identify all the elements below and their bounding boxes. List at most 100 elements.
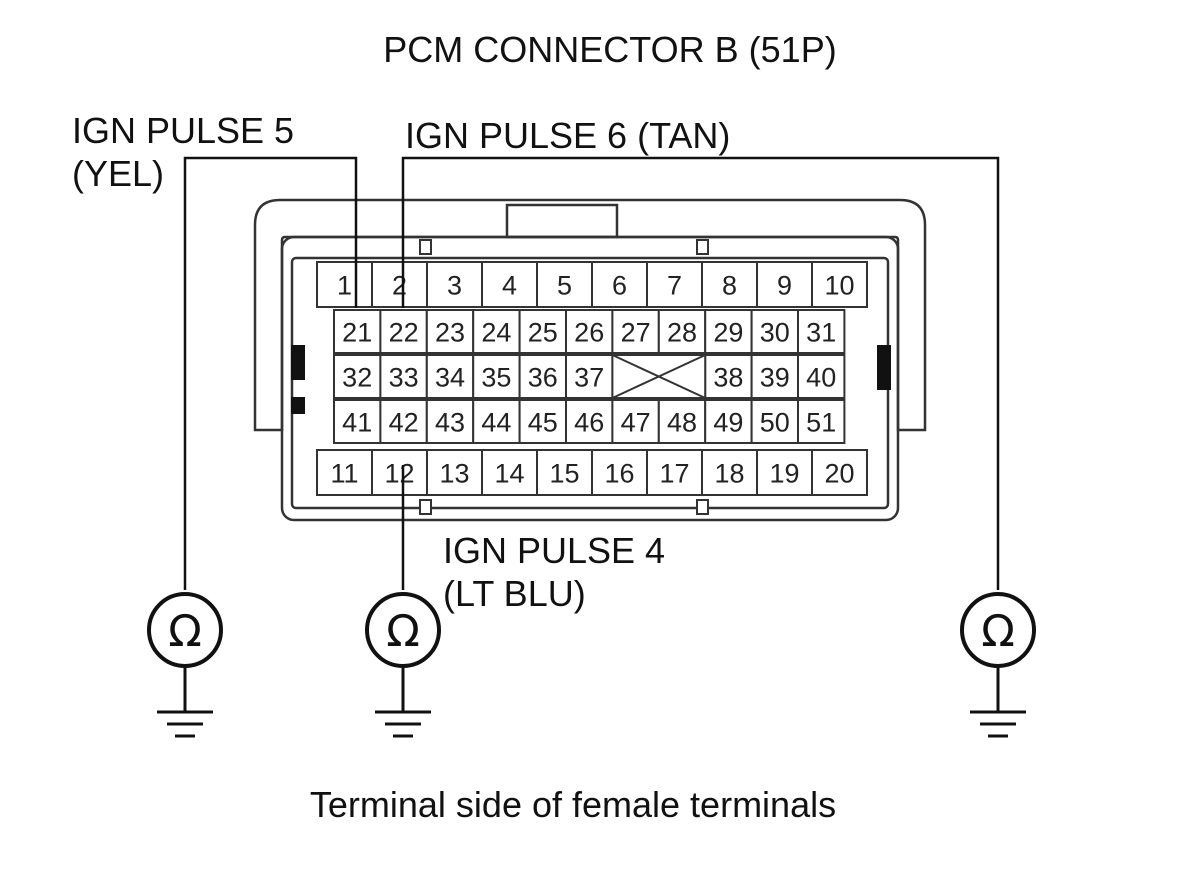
terminal-cell xyxy=(565,399,614,444)
terminal-cell xyxy=(591,449,648,496)
terminal-6: 6 xyxy=(612,271,627,301)
terminal-cell xyxy=(756,261,813,308)
terminal-30: 30 xyxy=(760,318,790,348)
terminal-37: 37 xyxy=(574,363,604,393)
terminal-39: 39 xyxy=(760,363,790,393)
terminal-cell xyxy=(426,449,483,496)
terminal-cell xyxy=(536,261,593,308)
terminal-cell xyxy=(425,354,475,399)
terminal-32: 32 xyxy=(342,363,372,393)
terminal-cell xyxy=(333,399,382,444)
terminal-cell xyxy=(472,354,521,399)
terminal-42: 42 xyxy=(389,408,419,438)
terminal-cell xyxy=(646,449,703,496)
terminal-1: 1 xyxy=(337,271,352,301)
terminal-cell xyxy=(811,261,868,308)
terminal-cell xyxy=(591,261,648,308)
ohmmeter-icon: Ω xyxy=(365,592,441,668)
terminal-38: 38 xyxy=(713,363,743,393)
terminal-2: 2 xyxy=(392,271,407,301)
terminal-4: 4 xyxy=(502,271,517,301)
wire-ign-pulse-6 xyxy=(401,156,1000,590)
terminal-36: 36 xyxy=(528,363,558,393)
terminal-18: 18 xyxy=(714,459,744,489)
terminal-45: 45 xyxy=(528,408,558,438)
terminal-41: 41 xyxy=(342,408,372,438)
ground-icon xyxy=(157,666,213,738)
terminal-49: 49 xyxy=(713,408,743,438)
terminal-cell xyxy=(657,399,707,444)
terminal-cell xyxy=(536,449,593,496)
terminal-50: 50 xyxy=(760,408,790,438)
terminal-cell xyxy=(750,309,799,354)
terminal-cell xyxy=(611,309,660,354)
ign-pulse-4-color: (LT BLU) xyxy=(443,573,586,614)
diagram-caption: Terminal side of female terminals xyxy=(310,784,836,825)
terminal-13: 13 xyxy=(439,459,469,489)
terminal-29: 29 xyxy=(713,318,743,348)
terminal-17: 17 xyxy=(659,459,689,489)
terminal-10: 10 xyxy=(824,271,854,301)
terminal-24: 24 xyxy=(481,318,511,348)
ohm-symbol: Ω xyxy=(168,606,202,657)
lead-wires xyxy=(183,156,1000,590)
terminal-9: 9 xyxy=(777,271,792,301)
terminal-26: 26 xyxy=(574,318,604,348)
terminal-cell xyxy=(316,449,373,496)
terminal-cell xyxy=(481,449,538,496)
terminal-51: 51 xyxy=(806,408,836,438)
terminal-19: 19 xyxy=(769,459,799,489)
ohmmeter-icon: Ω xyxy=(147,592,223,668)
terminal-5: 5 xyxy=(557,271,572,301)
terminal-3: 3 xyxy=(447,271,462,301)
terminal-14: 14 xyxy=(494,459,524,489)
terminal-44: 44 xyxy=(481,408,511,438)
terminal-cell xyxy=(518,399,567,444)
terminal-cell xyxy=(657,309,707,354)
blank-cavity-cross xyxy=(611,354,706,399)
terminal-22: 22 xyxy=(389,318,419,348)
ign-pulse-5-color: (YEL) xyxy=(72,153,164,194)
terminal-21: 21 xyxy=(342,318,372,348)
polarity-key-right xyxy=(877,345,891,390)
ign-pulse-4-label: IGN PULSE 4 xyxy=(443,530,665,571)
terminal-46: 46 xyxy=(574,408,604,438)
polarity-key-left xyxy=(291,345,305,380)
terminal-43: 43 xyxy=(435,408,465,438)
terminal-cell xyxy=(704,399,753,444)
terminal-cell xyxy=(565,309,614,354)
terminal-47: 47 xyxy=(621,408,651,438)
terminal-cell xyxy=(379,309,428,354)
terminal-cell xyxy=(797,354,846,399)
terminal-12: 12 xyxy=(384,459,414,489)
ohm-symbol: Ω xyxy=(981,606,1015,657)
diagram-title: PCM CONNECTOR B (51P) xyxy=(383,29,836,70)
terminal-15: 15 xyxy=(549,459,579,489)
terminal-cell xyxy=(518,309,567,354)
terminal-35: 35 xyxy=(481,363,511,393)
terminal-cell xyxy=(333,354,382,399)
terminal-cell xyxy=(425,399,475,444)
terminal-16: 16 xyxy=(604,459,634,489)
terminal-20: 20 xyxy=(824,459,854,489)
ohmmeter-icon: Ω xyxy=(960,592,1036,668)
terminal-cell xyxy=(797,399,846,444)
terminal-cell xyxy=(565,354,614,399)
terminal-28: 28 xyxy=(667,318,697,348)
terminal-cell xyxy=(646,261,703,308)
terminal-cell xyxy=(472,309,521,354)
terminal-cell xyxy=(750,354,799,399)
terminal-cell xyxy=(611,399,660,444)
terminal-23: 23 xyxy=(435,318,465,348)
connector-housing xyxy=(253,198,927,522)
terminal-48: 48 xyxy=(667,408,697,438)
terminal-cell xyxy=(750,399,799,444)
terminal-25: 25 xyxy=(528,318,558,348)
terminal-8: 8 xyxy=(722,271,737,301)
ground-icon xyxy=(970,666,1026,738)
ohm-symbol: Ω xyxy=(386,606,420,657)
terminal-cell xyxy=(425,309,475,354)
